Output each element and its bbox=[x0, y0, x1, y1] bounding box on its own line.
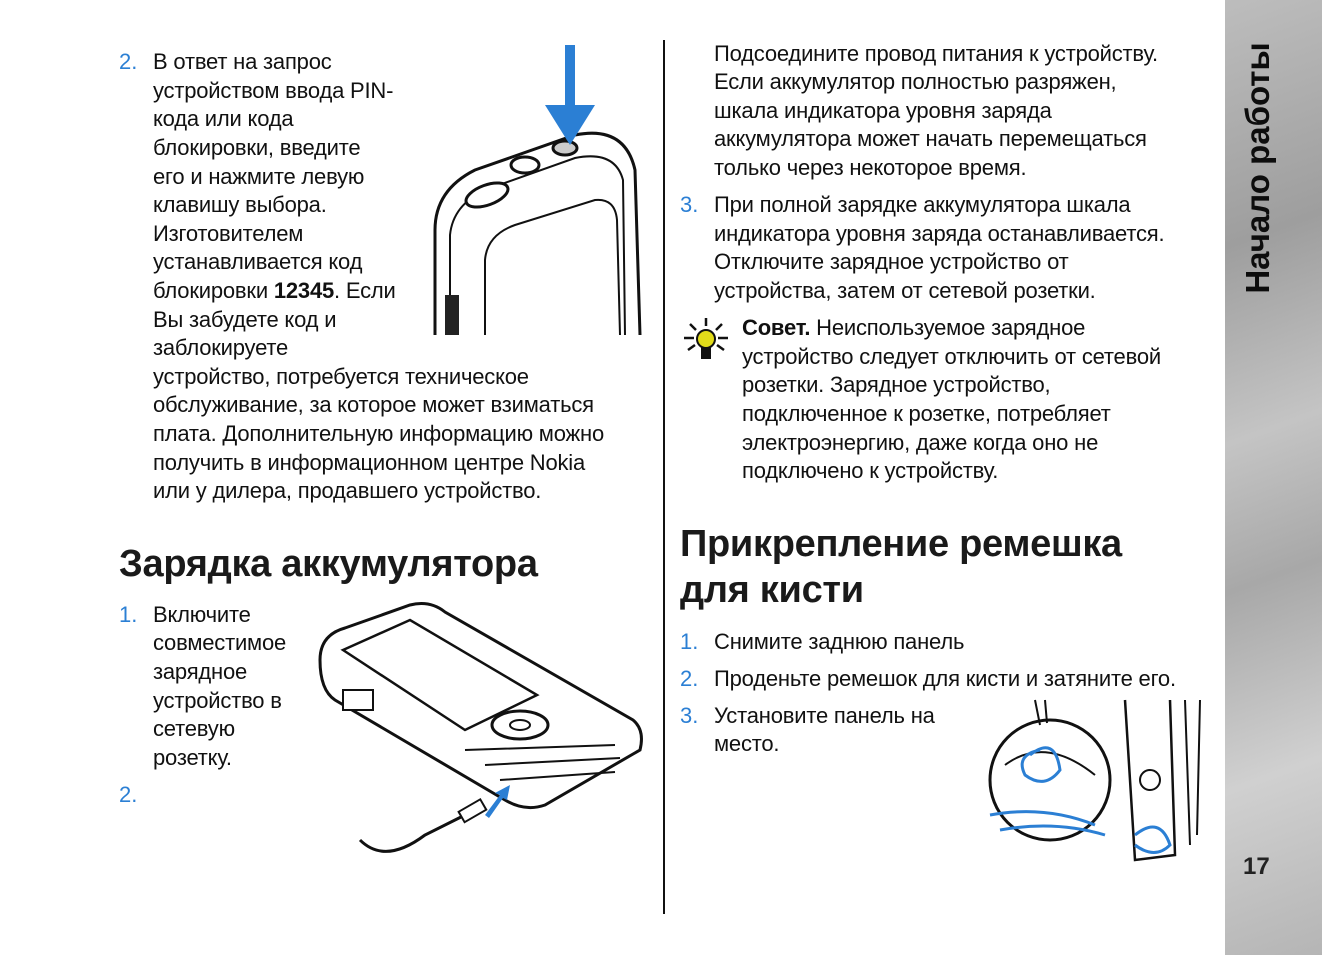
text-line: аккумулятора может начать перемещаться bbox=[714, 126, 1147, 151]
text-line: Вы забудете код и bbox=[153, 307, 337, 332]
text-line: клавишу выбора. bbox=[153, 192, 327, 217]
column-divider bbox=[663, 40, 665, 914]
text-line: или у дилера, продавшего устройство. bbox=[153, 478, 542, 503]
text-line: блокировки, введите bbox=[153, 135, 361, 160]
step-number: 2. bbox=[119, 782, 138, 807]
text-line: сетевую bbox=[153, 716, 235, 741]
tip-text-line: подключено к устройству. bbox=[742, 458, 999, 483]
chapter-sidebar bbox=[1225, 0, 1322, 955]
phone-charger-illustration bbox=[318, 602, 643, 853]
text-line: получить в информационном центре Nokia bbox=[153, 450, 586, 475]
lock-code: 12345 bbox=[273, 278, 335, 303]
page-number: 17 bbox=[1243, 853, 1270, 880]
step-number: 1. bbox=[680, 629, 699, 654]
text-line: индикатора уровня заряда останавливается… bbox=[714, 221, 1165, 246]
text-line: устройства, затем от сетевой розетки. bbox=[714, 278, 1096, 303]
text-line: устройством ввода PIN- bbox=[153, 78, 394, 103]
text-line: шкала индикатора уровня заряда bbox=[714, 98, 1052, 123]
tip-text-line: электроэнергию, даже когда оно не bbox=[742, 430, 1099, 455]
text: блокировки bbox=[153, 278, 274, 303]
tip-text-line: устройство следует отключить от сетевой bbox=[742, 344, 1161, 369]
section-heading: Зарядка аккумулятора bbox=[119, 543, 538, 585]
step-number: 3. bbox=[680, 703, 699, 728]
section-heading: для кисти bbox=[680, 569, 864, 611]
text-line: его и нажмите левую bbox=[153, 164, 365, 189]
text-line: устанавливается код bbox=[153, 249, 363, 274]
section-heading: Прикрепление ремешка bbox=[680, 523, 1122, 565]
chapter-title: Начало работы bbox=[1239, 42, 1276, 294]
text-line: При полной зарядке аккумулятора шкала bbox=[714, 192, 1131, 217]
text-line: В ответ на запрос bbox=[153, 49, 332, 74]
lightbulb-tip-icon bbox=[684, 318, 728, 359]
text-line: обслуживание, за которое может взиматься bbox=[153, 392, 594, 417]
text-line: Если аккумулятор полностью разряжен, bbox=[714, 69, 1117, 94]
text-line: место. bbox=[714, 731, 780, 756]
text-line: совместимое bbox=[153, 630, 287, 655]
tip-text-line: розетки. Зарядное устройство, bbox=[742, 372, 1051, 397]
text-line: Установите панель на bbox=[714, 703, 935, 728]
text-line: устройство, потребуется техническое bbox=[153, 364, 529, 389]
step-number: 2. bbox=[680, 666, 699, 691]
text-line: Проденьте ремешок для кисти и затяните е… bbox=[714, 666, 1176, 691]
text-line: Снимите заднюю панель bbox=[714, 629, 965, 654]
text-line: Отключите зарядное устройство от bbox=[714, 249, 1069, 274]
tip-text-line: Совет. Неиспользуемое зарядное bbox=[742, 314, 1085, 342]
text-line: Подсоедините провод питания к устройству… bbox=[714, 41, 1158, 66]
text-line: плата. Дополнительную информацию можно bbox=[153, 421, 604, 446]
text-line: только через некоторое время. bbox=[714, 155, 1027, 180]
text-line: кода или кода bbox=[153, 106, 294, 131]
text: . Если bbox=[334, 278, 396, 303]
text: Неиспользуемое зарядное bbox=[810, 315, 1086, 340]
text-line: заблокируете bbox=[153, 335, 289, 360]
text-line: розетку. bbox=[153, 745, 232, 770]
tip-text-line: подключенное к розетке, потребляет bbox=[742, 401, 1111, 426]
phone-power-key-illustration bbox=[433, 45, 642, 335]
step-number: 3. bbox=[680, 192, 699, 217]
tip-label: Совет. bbox=[742, 315, 811, 340]
text-line: устройство в bbox=[153, 688, 282, 713]
step-number: 2. bbox=[119, 49, 138, 74]
text-line: Изготовителем bbox=[153, 221, 304, 246]
text-line: Включите bbox=[153, 602, 251, 627]
wrist-strap-illustration bbox=[988, 699, 1201, 862]
step-number: 1. bbox=[119, 602, 138, 627]
text-line: зарядное bbox=[153, 659, 248, 684]
text-line: блокировки 12345. Если bbox=[153, 277, 396, 305]
